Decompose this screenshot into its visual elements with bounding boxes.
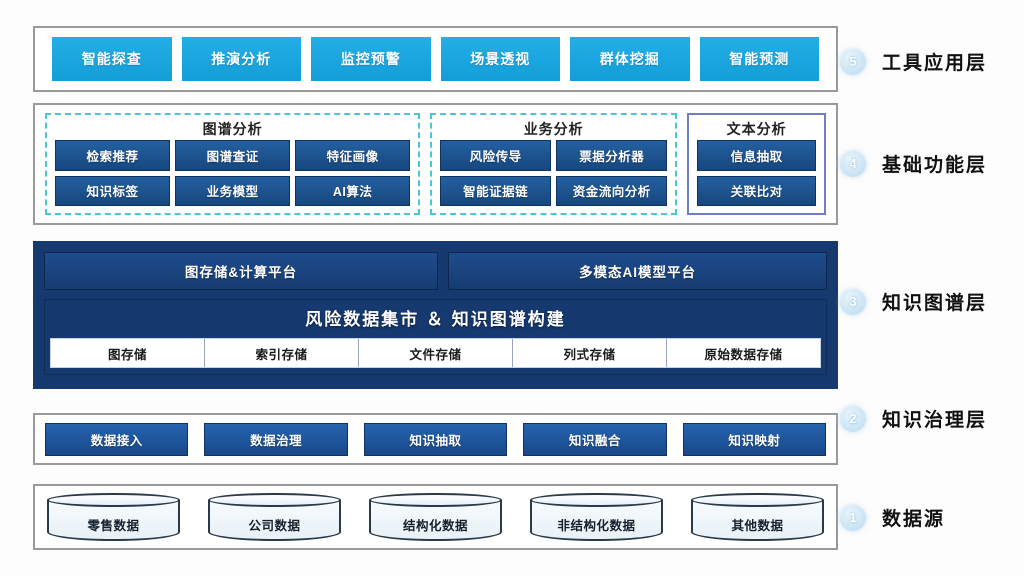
legend-knowledge-governance-layer: 2 知识治理层 [840,405,987,432]
cylinder-label: 零售数据 [87,518,140,533]
storage-cell-file[interactable]: 文件存储 [359,339,513,367]
cell-association-comparison[interactable]: 关联比对 [697,175,816,206]
database-cylinder-unstructured-data[interactable]: 非结构化数据 [530,493,663,541]
gov-tile-knowledge-extraction[interactable]: 知识抽取 [363,422,508,456]
legend-knowledge-graph-layer: 3 知识图谱层 [840,288,987,315]
legend-label-tool-application: 工具应用层 [882,53,988,74]
cell-knowledge-label[interactable]: 知识标签 [55,175,171,206]
storage-cell-graph[interactable]: 图存储 [51,339,205,367]
storage-row: 图存储 索引存储 文件存储 列式存储 原始数据存储 [50,338,821,368]
graph-analysis-cells: 检索推荐 图谱查证 特征画像 知识标签 业务模型 AI算法 [55,140,411,206]
storage-cell-columnar[interactable]: 列式存储 [513,339,667,367]
knowledge-governance-tiles: 数据接入 数据治理 知识抽取 知识融合 知识映射 [35,415,836,463]
tool-tile-group-mining[interactable]: 群体挖掘 [570,37,690,81]
tool-tile-intelligent-prediction[interactable]: 智能预测 [699,37,819,81]
tool-application-tiles: 智能探查 推演分析 监控预警 场景透视 群体挖掘 智能预测 [35,28,836,90]
cylinder-label: 非结构化数据 [557,518,636,533]
gov-tile-knowledge-fusion[interactable]: 知识融合 [523,422,667,456]
layer-number-badge-5: 5 [840,48,866,75]
cell-graph-verification[interactable]: 图谱查证 [175,140,291,171]
legend-data-source-layer: 1 数据源 [840,504,945,531]
text-analysis-cells: 信息抽取 关联比对 [697,140,816,206]
database-cylinder-company-data[interactable]: 公司数据 [208,493,341,541]
cylinder-top-icon [47,493,180,507]
group-business-analysis: 业务分析 风险传导 票据分析器 智能证据链 资金流向分析 [430,113,678,215]
cylinder-top-icon [530,493,663,507]
storage-cell-raw-data[interactable]: 原始数据存储 [704,347,783,362]
risk-data-mart-block: 风险数据集市 ＆ 知识图谱构建 图存储 索引存储 文件存储 列式存储 原始数据存… [44,299,827,375]
cylinder-body-icon [691,500,824,541]
business-analysis-cells: 风险传导 票据分析器 智能证据链 资金流向分析 [440,140,668,206]
cell-retrieval-recommendation[interactable]: 检索推荐 [55,140,171,171]
cylinder-label: 公司数据 [248,518,301,533]
layer-basic-function: 图谱分析 检索推荐 图谱查证 特征画像 知识标签 业务模型 AI算法 业务分析 … [33,103,838,225]
basic-function-groups: 图谱分析 检索推荐 图谱查证 特征画像 知识标签 业务模型 AI算法 业务分析 … [35,105,836,223]
legend-label-data-source: 数据源 [882,509,946,530]
risk-data-mart-title: 风险数据集市 ＆ 知识图谱构建 [305,310,566,329]
cylinder-top-icon [369,493,502,507]
cylinder-top-icon [691,493,824,507]
tool-tile-scenario-perspective[interactable]: 场景透视 [440,37,560,81]
database-cylinder-structured-data[interactable]: 结构化数据 [369,493,502,541]
group-title-business-analysis: 业务分析 [523,121,584,137]
group-graph-analysis: 图谱分析 检索推荐 图谱查证 特征画像 知识标签 业务模型 AI算法 [45,113,421,215]
legend-label-basic-function: 基础功能层 [882,155,988,176]
cell-bill-analyzer[interactable]: 票据分析器 [556,140,668,171]
gov-tile-data-ingestion[interactable]: 数据接入 [45,422,189,456]
group-title-text-analysis: 文本分析 [726,121,787,137]
cylinder-label: 其他数据 [731,518,784,533]
legend-label-knowledge-governance: 知识治理层 [882,410,988,431]
layer-number-badge-1: 1 [840,504,866,531]
storage-cell-index[interactable]: 索引存储 [205,339,359,367]
platform-multimodal-ai-model[interactable]: 多模态AI模型平台 [448,252,827,290]
layer-knowledge-graph: 图存储&计算平台 多模态AI模型平台 风险数据集市 ＆ 知识图谱构建 图存储 索… [33,241,838,389]
cell-feature-portrait[interactable]: 特征画像 [295,140,411,171]
legend-label-knowledge-graph: 知识图谱层 [882,293,988,314]
legend-tool-application-layer: 5 工具应用层 [840,48,987,75]
platform-graph-storage-compute[interactable]: 图存储&计算平台 [44,252,439,290]
layer-tool-application: 智能探查 推演分析 监控预警 场景透视 群体挖掘 智能预测 [33,26,838,92]
gov-tile-knowledge-mapping[interactable]: 知识映射 [682,422,827,456]
cylinder-top-icon [208,493,341,507]
cell-intelligent-evidence-chain[interactable]: 智能证据链 [440,175,552,206]
data-source-cylinders: 零售数据 公司数据 结构化数据 非结构化数据 其他数据 [35,486,836,548]
layer-number-badge-4: 4 [840,150,866,177]
database-cylinder-other-data[interactable]: 其他数据 [691,493,824,541]
cylinder-label: 结构化数据 [402,518,468,533]
cell-risk-transmission[interactable]: 风险传导 [440,140,552,171]
gov-tile-data-governance[interactable]: 数据治理 [204,422,348,456]
layer-number-badge-3: 3 [840,288,866,315]
tool-tile-deduction-analysis[interactable]: 推演分析 [181,37,301,81]
database-cylinder-retail-data[interactable]: 零售数据 [47,493,180,541]
cell-information-extraction[interactable]: 信息抽取 [697,140,816,171]
layer-data-source: 零售数据 公司数据 结构化数据 非结构化数据 其他数据 [33,484,838,550]
group-title-graph-analysis: 图谱分析 [202,121,263,137]
group-text-analysis: 文本分析 信息抽取 关联比对 [687,113,826,215]
tool-tile-intelligent-investigation[interactable]: 智能探查 [52,37,172,81]
layer-knowledge-governance: 数据接入 数据治理 知识抽取 知识融合 知识映射 [33,413,838,465]
cell-ai-algorithm[interactable]: AI算法 [295,175,411,206]
cell-business-model[interactable]: 业务模型 [175,175,291,206]
platform-row: 图存储&计算平台 多模态AI模型平台 [44,252,827,290]
layer-number-badge-2: 2 [840,405,866,432]
legend-basic-function-layer: 4 基础功能层 [840,150,987,177]
cell-fund-flow-analysis[interactable]: 资金流向分析 [556,175,668,206]
tool-tile-monitoring-alert[interactable]: 监控预警 [311,37,431,81]
